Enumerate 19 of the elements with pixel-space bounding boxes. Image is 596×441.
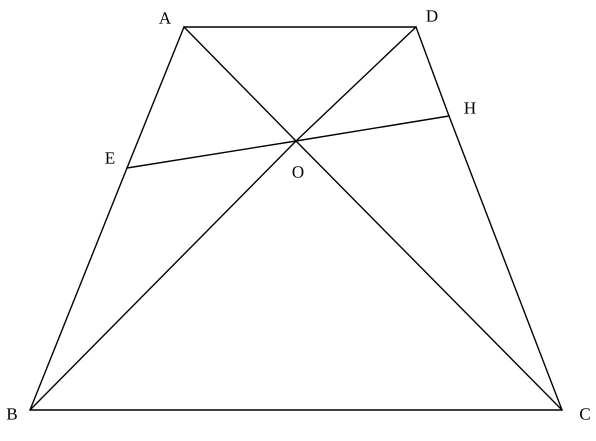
line-segment: [29, 409, 563, 411]
line-segment: [295, 140, 563, 411]
point-label: O: [292, 166, 304, 178]
point-label: B: [6, 408, 17, 420]
point-label: C: [580, 408, 590, 420]
line-segment: [415, 26, 450, 117]
line-segment: [183, 26, 297, 142]
line-segment: [126, 140, 297, 169]
point-label: D: [426, 10, 438, 22]
line-segment: [183, 26, 417, 28]
line-segment: [29, 167, 128, 411]
line-segment: [126, 26, 185, 169]
line-segment: [295, 115, 450, 142]
point-label: E: [105, 152, 114, 164]
point-label: H: [464, 102, 476, 114]
point-label: A: [159, 12, 172, 24]
line-segment: [29, 140, 297, 411]
line-segment: [448, 115, 563, 411]
line-segment: [295, 26, 417, 142]
